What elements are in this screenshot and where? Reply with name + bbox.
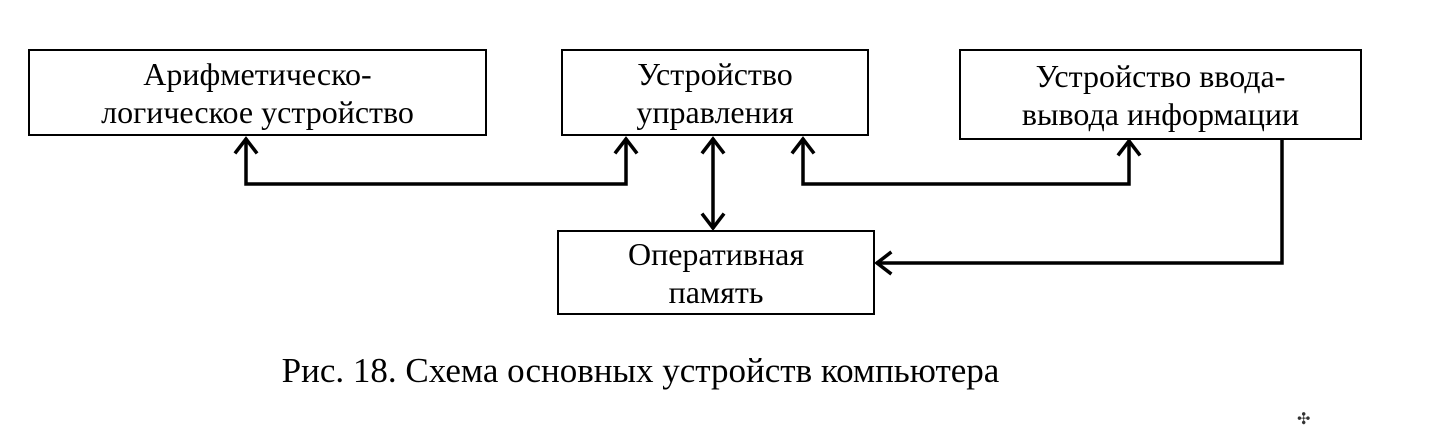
figure-caption-text: Рис. 18. Схема основных устройств компью…: [281, 351, 1000, 390]
figure-caption: Рис. 18. Схема основных устройств компью…: [0, 350, 1451, 392]
io-label-line2: вывода информации: [1021, 95, 1300, 132]
io-box: Устройство ввода- вывода информации: [959, 49, 1362, 140]
scan-speck-icon: ✣: [1297, 411, 1311, 428]
control-unit-box: Устройство управления: [561, 49, 869, 136]
arrowhead-cu-middle: [700, 136, 726, 155]
control-unit-label-line2: управления: [636, 93, 794, 130]
ram-label-line2: память: [668, 273, 764, 310]
io-label-line1: Устройство ввода-: [1035, 57, 1286, 94]
connector-cu-io: [801, 138, 1131, 186]
alu-label-line1: Арифметическо-: [143, 55, 372, 92]
ram-label-line1: Оперативная: [627, 235, 805, 272]
control-unit-label-line1: Устройство: [637, 55, 793, 92]
alu-label-line2: логическое устройство: [101, 93, 414, 130]
alu-box: Арифметическо- логическое устройство: [28, 49, 487, 136]
arrowhead-ram-top: [700, 212, 726, 231]
arrowhead-io: [1116, 138, 1142, 157]
arrowhead-cu-right: [790, 136, 816, 155]
arrowhead-ram-right: [874, 250, 893, 276]
connector-alu-cu: [244, 138, 628, 186]
ram-box: Оперативная память: [557, 230, 875, 315]
arrowhead-alu: [233, 136, 259, 155]
connector-io-ram: [876, 138, 1284, 265]
arrowhead-cu-left: [613, 136, 639, 155]
